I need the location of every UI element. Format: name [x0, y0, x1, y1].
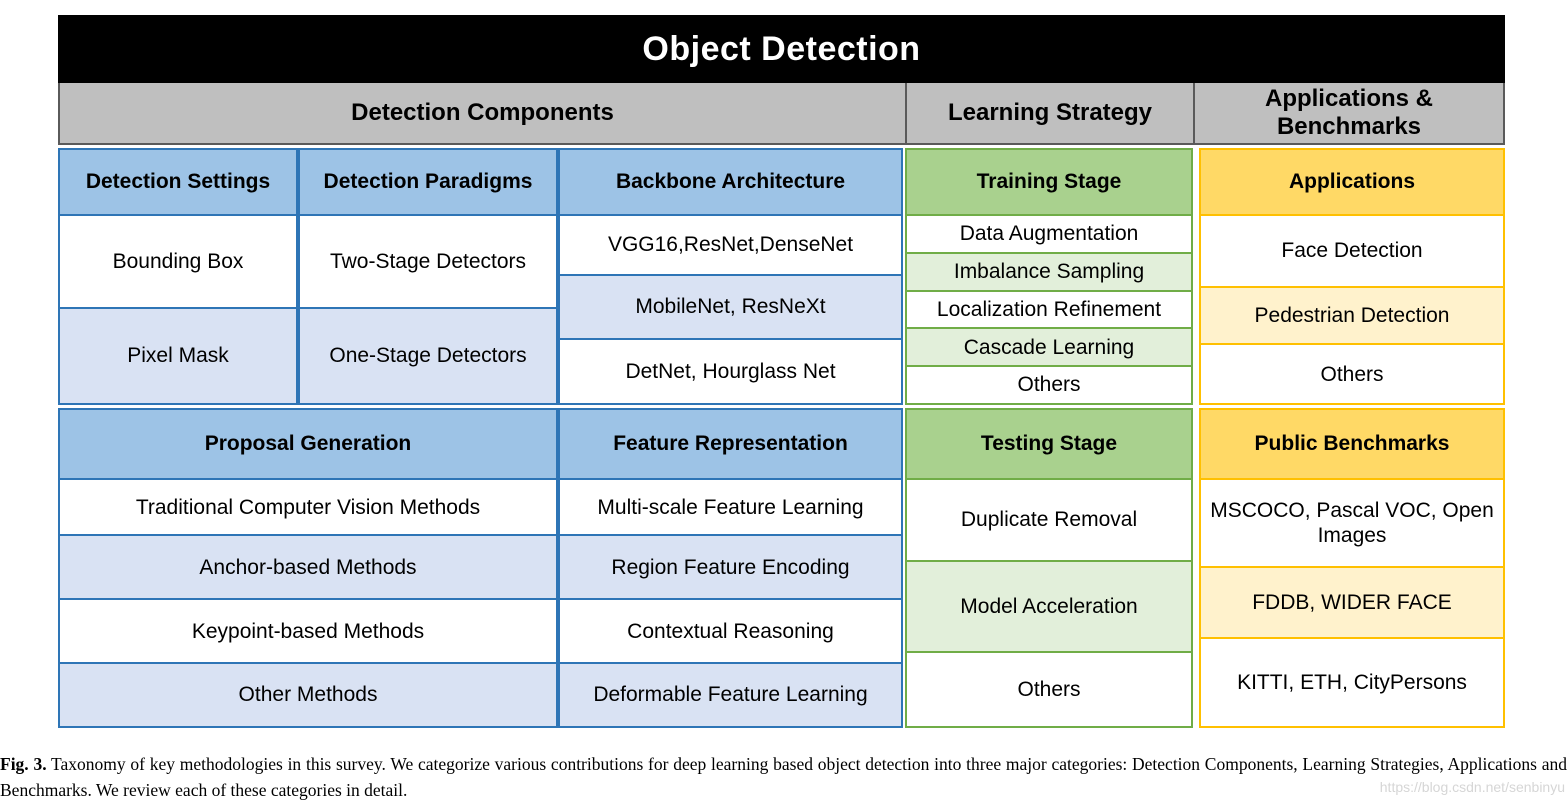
cell-vgg16-resnet-densenet: VGG16,ResNet,DenseNet — [560, 214, 901, 274]
band-learning-strategy: Learning Strategy — [905, 83, 1193, 143]
cell-mobilenet-resnext: MobileNet, ResNeXt — [560, 273, 901, 338]
cell-localization-refinement: Localization Refinement — [907, 289, 1191, 328]
taxonomy-figure: Object Detection Detection Components Le… — [58, 15, 1505, 728]
cell-two-stage-detectors: Two-Stage Detectors — [300, 214, 556, 308]
cell-one-stage-detectors: One-Stage Detectors — [300, 307, 556, 403]
cell-applications-others: Others — [1201, 343, 1503, 403]
band-detection-components: Detection Components — [351, 99, 614, 127]
cell-testing-others: Others — [907, 651, 1191, 726]
header-detection-settings: Detection Settings — [60, 150, 296, 214]
cell-model-acceleration: Model Acceleration — [907, 559, 1191, 652]
watermark-url: https://blog.csdn.net/senbinyu — [1379, 779, 1565, 795]
column-applications: Applications Face Detection Pedestrian D… — [1199, 148, 1505, 405]
column-testing-stage: Testing Stage Duplicate Removal Model Ac… — [905, 408, 1193, 728]
cell-cascade-learning: Cascade Learning — [907, 327, 1191, 366]
figure-caption-text: Taxonomy of key methodologies in this su… — [0, 754, 1567, 800]
cell-deformable-feature-learning: Deformable Feature Learning — [560, 662, 901, 726]
cell-multi-scale-feature-learning: Multi-scale Feature Learning — [560, 478, 901, 535]
cell-detnet-hourglass: DetNet, Hourglass Net — [560, 337, 901, 403]
figure-title: Object Detection — [58, 15, 1505, 83]
header-applications: Applications — [1201, 150, 1503, 214]
column-backbone-architecture: Backbone Architecture VGG16,ResNet,Dense… — [558, 148, 903, 405]
cell-kitti-eth-citypersons: KITTI, ETH, CityPersons — [1201, 636, 1503, 726]
column-training-stage: Training Stage Data Augmentation Imbalan… — [905, 148, 1193, 405]
column-detection-paradigms: Detection Paradigms Two-Stage Detectors … — [298, 148, 558, 405]
cell-mscoco-pascalvoc-openimages: MSCOCO, Pascal VOC, Open Images — [1201, 478, 1503, 567]
cell-contextual-reasoning: Contextual Reasoning — [560, 598, 901, 663]
cell-keypoint-based-methods: Keypoint-based Methods — [60, 598, 556, 663]
column-feature-representation: Feature Representation Multi-scale Featu… — [558, 408, 903, 728]
header-detection-paradigms: Detection Paradigms — [300, 150, 556, 214]
band-applications-benchmarks: Applications & Benchmarks — [1193, 83, 1503, 143]
cell-anchor-based-methods: Anchor-based Methods — [60, 534, 556, 599]
cell-fddb-widerface: FDDB, WIDER FACE — [1201, 566, 1503, 637]
upper-sections: Detection Settings Bounding Box Pixel Ma… — [58, 148, 1505, 405]
cell-duplicate-removal: Duplicate Removal — [907, 478, 1191, 560]
lower-sections: Proposal Generation Traditional Computer… — [58, 408, 1505, 728]
figure-caption: Fig. 3. Taxonomy of key methodologies in… — [0, 752, 1567, 803]
column-public-benchmarks: Public Benchmarks MSCOCO, Pascal VOC, Op… — [1199, 408, 1505, 728]
cell-pixel-mask: Pixel Mask — [60, 307, 296, 403]
cell-other-methods: Other Methods — [60, 662, 556, 726]
cell-imbalance-sampling: Imbalance Sampling — [907, 251, 1191, 290]
header-feature-representation: Feature Representation — [560, 410, 901, 478]
header-training-stage: Training Stage — [907, 150, 1191, 214]
cell-region-feature-encoding: Region Feature Encoding — [560, 534, 901, 599]
cell-training-others: Others — [907, 365, 1191, 403]
header-public-benchmarks: Public Benchmarks — [1201, 410, 1503, 478]
cell-pedestrian-detection: Pedestrian Detection — [1201, 285, 1503, 344]
cell-face-detection: Face Detection — [1201, 214, 1503, 286]
header-backbone-architecture: Backbone Architecture — [560, 150, 901, 214]
cell-traditional-cv-methods: Traditional Computer Vision Methods — [60, 478, 556, 535]
header-proposal-generation: Proposal Generation — [60, 410, 556, 478]
category-band: Detection Components Learning Strategy A… — [58, 83, 1505, 145]
column-detection-settings: Detection Settings Bounding Box Pixel Ma… — [58, 148, 298, 405]
column-proposal-generation: Proposal Generation Traditional Computer… — [58, 408, 558, 728]
cell-data-augmentation: Data Augmentation — [907, 214, 1191, 252]
header-testing-stage: Testing Stage — [907, 410, 1191, 478]
cell-bounding-box: Bounding Box — [60, 214, 296, 308]
figure-caption-label: Fig. 3. — [0, 754, 47, 774]
